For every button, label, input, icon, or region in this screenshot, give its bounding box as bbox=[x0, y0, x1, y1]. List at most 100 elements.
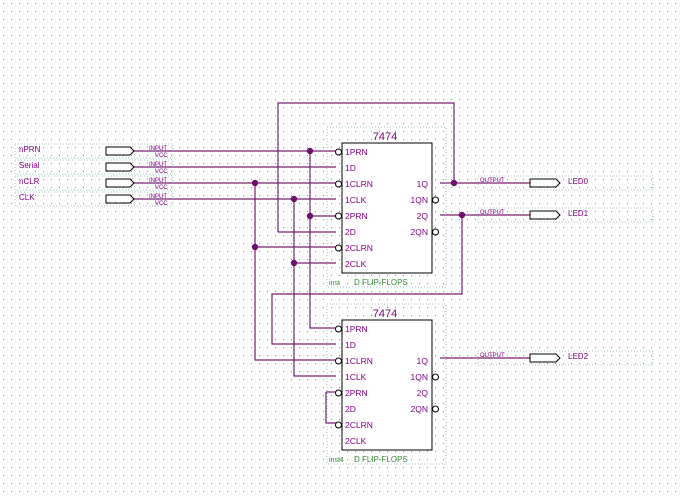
pin-label: 2D bbox=[345, 227, 356, 237]
input-port-name: nPRN bbox=[19, 145, 41, 154]
chip-pin-1q: 1Q bbox=[417, 179, 429, 189]
junction-dot bbox=[306, 212, 314, 220]
inversion-bubble bbox=[335, 180, 342, 188]
chip-right-pins: 1Q 1QN 2Q 2QN bbox=[411, 179, 439, 237]
pin-label: 2CLK bbox=[345, 436, 367, 446]
output-port-frame bbox=[477, 207, 654, 223]
output-port-type: OUTPUT bbox=[480, 210, 505, 216]
chip-instance: inst bbox=[329, 280, 340, 287]
junction-dots bbox=[251, 147, 466, 267]
chip-description: D FLIP-FLOPS bbox=[354, 278, 408, 287]
junction-dot bbox=[306, 147, 314, 155]
output-port-led2[interactable]: OUTPUT LED2 bbox=[477, 350, 654, 366]
input-port-vcc: VCC bbox=[155, 169, 168, 175]
wire-lower-2prn-tie bbox=[325, 392, 336, 424]
chip-pin-2q: 2Q bbox=[417, 388, 429, 398]
input-port-type: INPUT bbox=[149, 146, 167, 152]
output-port-type: OUTPUT bbox=[480, 178, 505, 184]
chip-pin-2clrn: 2CLRN bbox=[335, 243, 373, 253]
chip-pin-1clk: 1CLK bbox=[345, 195, 367, 205]
chip-description: D FLIP-FLOPS bbox=[354, 455, 408, 464]
pin-label: 2QN bbox=[411, 227, 428, 237]
output-port-type: OUTPUT bbox=[480, 353, 505, 359]
chip-body bbox=[341, 142, 433, 274]
input-port-nclr[interactable]: nCLR INPUT VCC bbox=[14, 175, 174, 191]
wire-network bbox=[134, 102, 530, 424]
pin-label: 2CLRN bbox=[345, 243, 373, 253]
pin-label: 2Q bbox=[417, 211, 429, 221]
inversion-bubble bbox=[335, 421, 342, 429]
chip-left-pins: 1PRN 1D 1CLRN 1CLK 2PRN 2D 2CLRN 2CLK bbox=[335, 147, 373, 269]
pin-label: 1Q bbox=[417, 179, 429, 189]
chip-pin-1prn: 1PRN bbox=[335, 324, 368, 334]
junction-dot bbox=[290, 259, 298, 267]
inversion-bubble bbox=[432, 405, 439, 413]
input-port-nprn[interactable]: nPRN INPUT VCC bbox=[14, 143, 174, 159]
chip-instance: inst4 bbox=[329, 457, 344, 464]
chip-pin-2clrn: 2CLRN bbox=[335, 420, 373, 430]
pin-label: 1PRN bbox=[345, 147, 368, 157]
pin-label: 2Q bbox=[417, 388, 429, 398]
chip-pin-1prn: 1PRN bbox=[335, 147, 368, 157]
output-port-led0[interactable]: OUTPUT LED0 bbox=[477, 175, 654, 191]
wire-nclr-vertical bbox=[254, 183, 336, 361]
output-port-name: LED2 bbox=[568, 352, 589, 361]
pin-label: 1CLK bbox=[345, 195, 367, 205]
input-pin-symbol bbox=[105, 162, 135, 172]
chip-pin-2qn: 2QN bbox=[411, 227, 439, 237]
pin-label: 2PRN bbox=[345, 388, 368, 398]
input-port-clk[interactable]: CLK INPUT VCC bbox=[14, 191, 174, 207]
junction-dot bbox=[458, 211, 466, 219]
input-port-serial[interactable]: Serial INPUT VCC bbox=[14, 159, 174, 175]
output-port-frame bbox=[477, 175, 654, 191]
chip-pin-1clrn: 1CLRN bbox=[335, 356, 373, 366]
pin-label: 2CLK bbox=[345, 259, 367, 269]
input-port-frame bbox=[14, 191, 174, 207]
pin-label: 1CLRN bbox=[345, 179, 373, 189]
flip-flop-chip-lower[interactable]: 7474 inst4 D FLIP-FLOPS 1PRN1D1CLRN1CLK2… bbox=[326, 303, 447, 465]
chip-pin-1clrn: 1CLRN bbox=[335, 179, 373, 189]
inversion-bubble bbox=[335, 389, 342, 397]
junction-dot bbox=[290, 195, 298, 203]
chip-pin-1qn: 1QN bbox=[411, 372, 439, 382]
pin-label: 2D bbox=[345, 404, 356, 414]
output-pin-symbol bbox=[529, 178, 561, 188]
chip-pin-2clk: 2CLK bbox=[345, 259, 367, 269]
chip-pin-2qn: 2QN bbox=[411, 404, 439, 414]
chip-body bbox=[341, 319, 433, 451]
pin-label: 2QN bbox=[411, 404, 428, 414]
flip-flop-chip-upper[interactable]: 7474 inst D FLIP-FLOPS 1PRN 1D 1CLRN 1CLK 2P… bbox=[326, 126, 447, 288]
input-port-vcc: VCC bbox=[155, 153, 168, 159]
inversion-bubble bbox=[432, 196, 439, 204]
chip-pin-1d: 1D bbox=[345, 163, 356, 173]
junction-dot bbox=[450, 179, 458, 187]
chip-frame bbox=[326, 303, 447, 465]
chip-part-number: 7474 bbox=[373, 308, 397, 320]
input-port-frame bbox=[14, 175, 174, 191]
input-port-type: INPUT bbox=[149, 178, 167, 184]
input-pin-symbol bbox=[105, 194, 135, 204]
input-ports: nPRN INPUT VCC Serial INPUT VCC nCLR INP… bbox=[14, 143, 174, 207]
inversion-bubble bbox=[335, 325, 342, 333]
input-port-type: INPUT bbox=[149, 194, 167, 200]
pin-label: 1CLK bbox=[345, 372, 367, 382]
input-pin-symbol bbox=[105, 146, 135, 156]
junction-dot bbox=[251, 243, 259, 251]
inversion-bubble bbox=[432, 373, 439, 381]
input-port-vcc: VCC bbox=[155, 185, 168, 191]
chip-pin-1qn: 1QN bbox=[411, 195, 439, 205]
inversion-bubble bbox=[335, 212, 342, 220]
chip-pin-2d: 2D bbox=[345, 227, 356, 237]
pin-label: 1PRN bbox=[345, 324, 368, 334]
output-port-led1[interactable]: OUTPUT LED1 bbox=[477, 207, 654, 223]
chip-pin-2prn: 2PRN bbox=[335, 211, 368, 221]
output-pin-symbol bbox=[529, 210, 561, 220]
junction-dot bbox=[251, 179, 259, 187]
input-port-vcc: VCC bbox=[155, 201, 168, 207]
chip-part-number: 7474 bbox=[373, 131, 397, 143]
pin-label: 2PRN bbox=[345, 211, 368, 221]
pin-label: 1D bbox=[345, 163, 356, 173]
